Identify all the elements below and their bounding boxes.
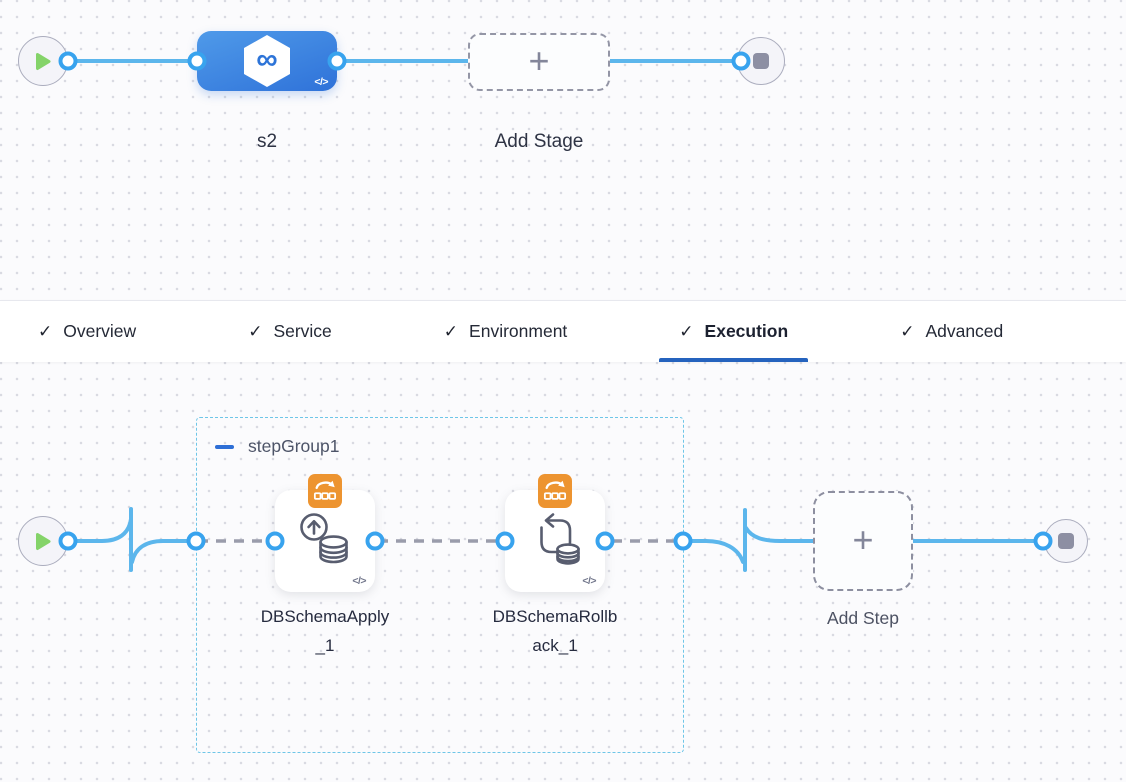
stage-node-s2[interactable]: ∞ </> xyxy=(197,31,337,91)
code-icon: </> xyxy=(352,575,366,587)
db-schema-rollback-icon xyxy=(540,513,580,565)
db-schema-apply-icon xyxy=(300,513,348,564)
tab-label: Environment xyxy=(469,321,568,341)
tab-execution[interactable]: ✓ Execution xyxy=(659,301,809,362)
stop-icon xyxy=(1058,533,1074,549)
check-icon: ✓ xyxy=(443,321,459,341)
plus-icon: + xyxy=(528,39,550,81)
stage-config-tabbar: ✓ Overview ✓ Service ✓ Environment ✓ Exe… xyxy=(0,300,1126,362)
play-icon xyxy=(35,52,50,70)
step-group-container[interactable]: stepGroup1 xyxy=(196,417,684,753)
add-step-button[interactable]: + xyxy=(813,491,913,591)
step-group-badge-icon xyxy=(308,474,342,508)
link-point xyxy=(1033,531,1053,551)
code-icon: </> xyxy=(582,575,596,587)
stop-icon xyxy=(753,53,769,69)
step-group-badge-icon xyxy=(538,474,572,508)
stage-name-label: s2 xyxy=(256,131,278,152)
link-point xyxy=(731,51,751,71)
link-point xyxy=(265,531,285,551)
code-icon: </> xyxy=(314,76,328,88)
step-name-label: DBSchemaApply_1 xyxy=(260,607,390,655)
check-icon: ✓ xyxy=(679,321,694,341)
deploy-stage-icon: ∞ xyxy=(244,35,290,87)
tab-label: Execution xyxy=(704,321,789,341)
tab-overview[interactable]: ✓ Overview xyxy=(24,301,150,362)
link-point xyxy=(186,531,206,551)
link-point xyxy=(673,531,693,551)
link-point xyxy=(365,531,385,551)
tab-label: Advanced xyxy=(925,321,1004,341)
step-name-label: DBSchemaRollback_1 xyxy=(492,607,618,655)
step-group-name: stepGroup1 xyxy=(248,436,340,456)
tab-advanced[interactable]: ✓ Advanced xyxy=(886,301,1017,362)
link-point xyxy=(187,51,207,71)
link-point xyxy=(595,531,615,551)
tab-service[interactable]: ✓ Service xyxy=(234,301,346,362)
check-icon: ✓ xyxy=(38,321,53,341)
collapse-icon[interactable] xyxy=(215,444,234,449)
link-point xyxy=(495,531,515,551)
tab-environment[interactable]: ✓ Environment xyxy=(430,301,582,362)
add-stage-button[interactable]: + xyxy=(468,33,610,91)
tab-label: Overview xyxy=(63,321,137,341)
plus-icon: + xyxy=(852,518,874,560)
add-stage-label: Add Stage xyxy=(494,131,584,152)
link-point xyxy=(58,531,78,551)
play-icon xyxy=(35,532,50,550)
step-group-header: stepGroup1 xyxy=(215,436,339,457)
check-icon: ✓ xyxy=(248,321,263,341)
tab-label: Service xyxy=(273,321,332,341)
link-point xyxy=(327,51,347,71)
execution-canvas[interactable]: stepGroup1 </> xyxy=(0,362,1126,782)
stage-canvas[interactable]: ∞ </> + s2 Add Stage xyxy=(0,0,1126,300)
link-point xyxy=(58,51,78,71)
add-step-label: Add Step xyxy=(827,608,899,628)
check-icon: ✓ xyxy=(900,321,915,341)
